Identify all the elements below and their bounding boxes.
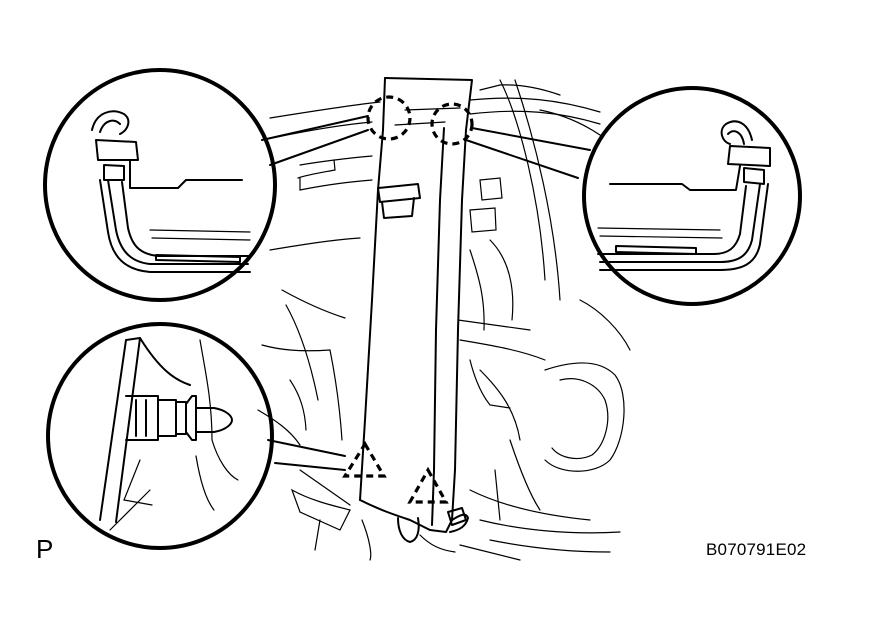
clip-location-markers: [342, 95, 474, 504]
clip-marker-lower-center: [407, 466, 449, 504]
clip-marker-lower-left: [342, 440, 387, 478]
detail-callout-upper-right: [582, 86, 802, 306]
vehicle-interior-background: [257, 79, 631, 561]
figure-code: B070791E02: [706, 540, 807, 559]
view-label: P: [36, 534, 54, 564]
callout-leaders: [261, 115, 591, 471]
detail-callout-lower-left: [46, 322, 274, 550]
detail-callout-upper-left: [43, 68, 277, 302]
clip-marker-upper-left: [366, 95, 412, 141]
center-pillar-garnish: [359, 77, 473, 543]
clip-marker-upper-right: [430, 102, 474, 146]
